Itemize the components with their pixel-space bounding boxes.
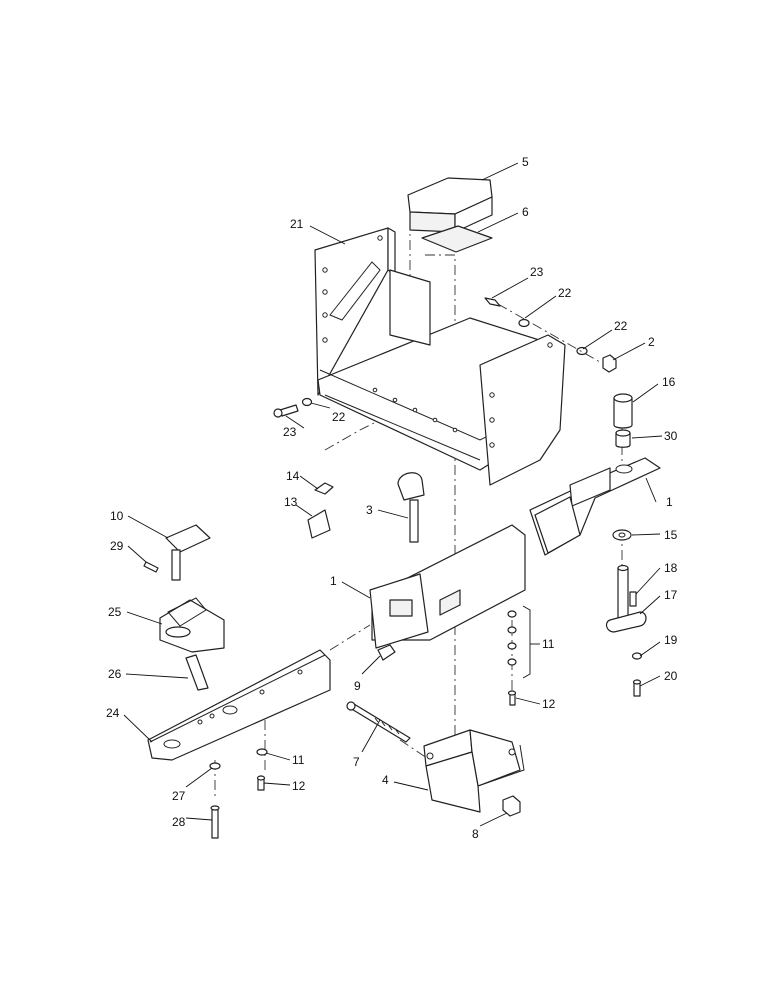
callout-23-upper: 23	[530, 265, 544, 279]
callout-1-main: 1	[330, 574, 337, 588]
callout-12-left: 12	[292, 779, 306, 793]
callout-24: 24	[106, 706, 120, 720]
callout-20: 20	[664, 669, 678, 683]
callout-27: 27	[172, 789, 186, 803]
callout-1-right: 1	[666, 495, 673, 509]
part-4-lower-bracket	[423, 729, 525, 813]
hardware-left-bolt-washer	[273, 397, 313, 418]
part-8-nut	[502, 795, 521, 817]
callout-21: 21	[290, 217, 304, 231]
callout-2: 2	[648, 335, 655, 349]
part-15-washer	[612, 529, 632, 541]
callout-18: 18	[664, 561, 678, 575]
part-7-long-bolt	[346, 701, 411, 743]
part-26-spring-clip	[185, 654, 209, 691]
part-10-latch-pin	[165, 524, 211, 581]
callout-28: 28	[172, 815, 186, 829]
part-1-receiver-main	[369, 524, 526, 649]
part-16-sleeve	[613, 393, 633, 429]
callout-22-upper: 22	[558, 286, 572, 300]
callout-4: 4	[382, 773, 389, 787]
part-24-drawbar	[147, 649, 331, 761]
part-18-pin	[629, 591, 637, 607]
callout-11-left: 11	[292, 753, 305, 767]
callout-12-right: 12	[542, 697, 556, 711]
part-19-washer	[631, 652, 643, 660]
part-21-frame-bracket	[314, 227, 566, 486]
callout-5: 5	[522, 155, 529, 169]
part-6-pad	[421, 225, 493, 253]
callout-19: 19	[664, 633, 678, 647]
part-28-bolt	[210, 805, 220, 839]
part-30-bushing	[615, 429, 631, 448]
part-25-hitch-jaw	[159, 597, 225, 653]
callout-11-right: 11	[542, 637, 555, 651]
callout-6: 6	[522, 205, 529, 219]
callout-29: 29	[110, 539, 124, 553]
part-14-clip	[314, 482, 334, 495]
callout-3: 3	[366, 503, 373, 517]
callout-25: 25	[108, 605, 122, 619]
callout-7: 7	[353, 755, 360, 769]
part-12-bolt-right	[507, 690, 517, 706]
part-1-receiver-right	[529, 457, 661, 556]
part-27-washer	[209, 762, 221, 770]
part-29-small-pin	[143, 561, 159, 573]
part-12-bolt-left	[256, 775, 266, 791]
part-3-lock-pin	[397, 472, 425, 543]
callout-17: 17	[664, 588, 678, 602]
part-11-shim-left	[256, 748, 268, 756]
part-5-top-cap	[407, 177, 493, 233]
callout-26: 26	[108, 667, 122, 681]
leader-lines	[123, 162, 663, 827]
callout-9: 9	[354, 679, 361, 693]
part-9-block	[377, 644, 396, 661]
callout-8: 8	[472, 827, 479, 841]
part-11-shims-right	[507, 605, 531, 679]
part-13-tag	[307, 509, 331, 539]
callout-22-left: 22	[332, 410, 346, 424]
callout-16: 16	[662, 375, 676, 389]
part-20-bolt	[632, 679, 642, 697]
callout-30: 30	[664, 429, 678, 443]
callout-23-left: 23	[283, 425, 297, 439]
callout-14: 14	[286, 469, 300, 483]
callout-13: 13	[284, 495, 298, 509]
callout-15: 15	[664, 528, 678, 542]
part-17-pin-with-plate	[605, 564, 647, 633]
callout-10: 10	[110, 509, 124, 523]
hardware-upper-right	[484, 297, 617, 373]
callout-22-right: 22	[614, 319, 628, 333]
callout-labels: 5 6 21 23 22 22 2 16 30 22 23 14 13 3 1 …	[106, 155, 678, 841]
